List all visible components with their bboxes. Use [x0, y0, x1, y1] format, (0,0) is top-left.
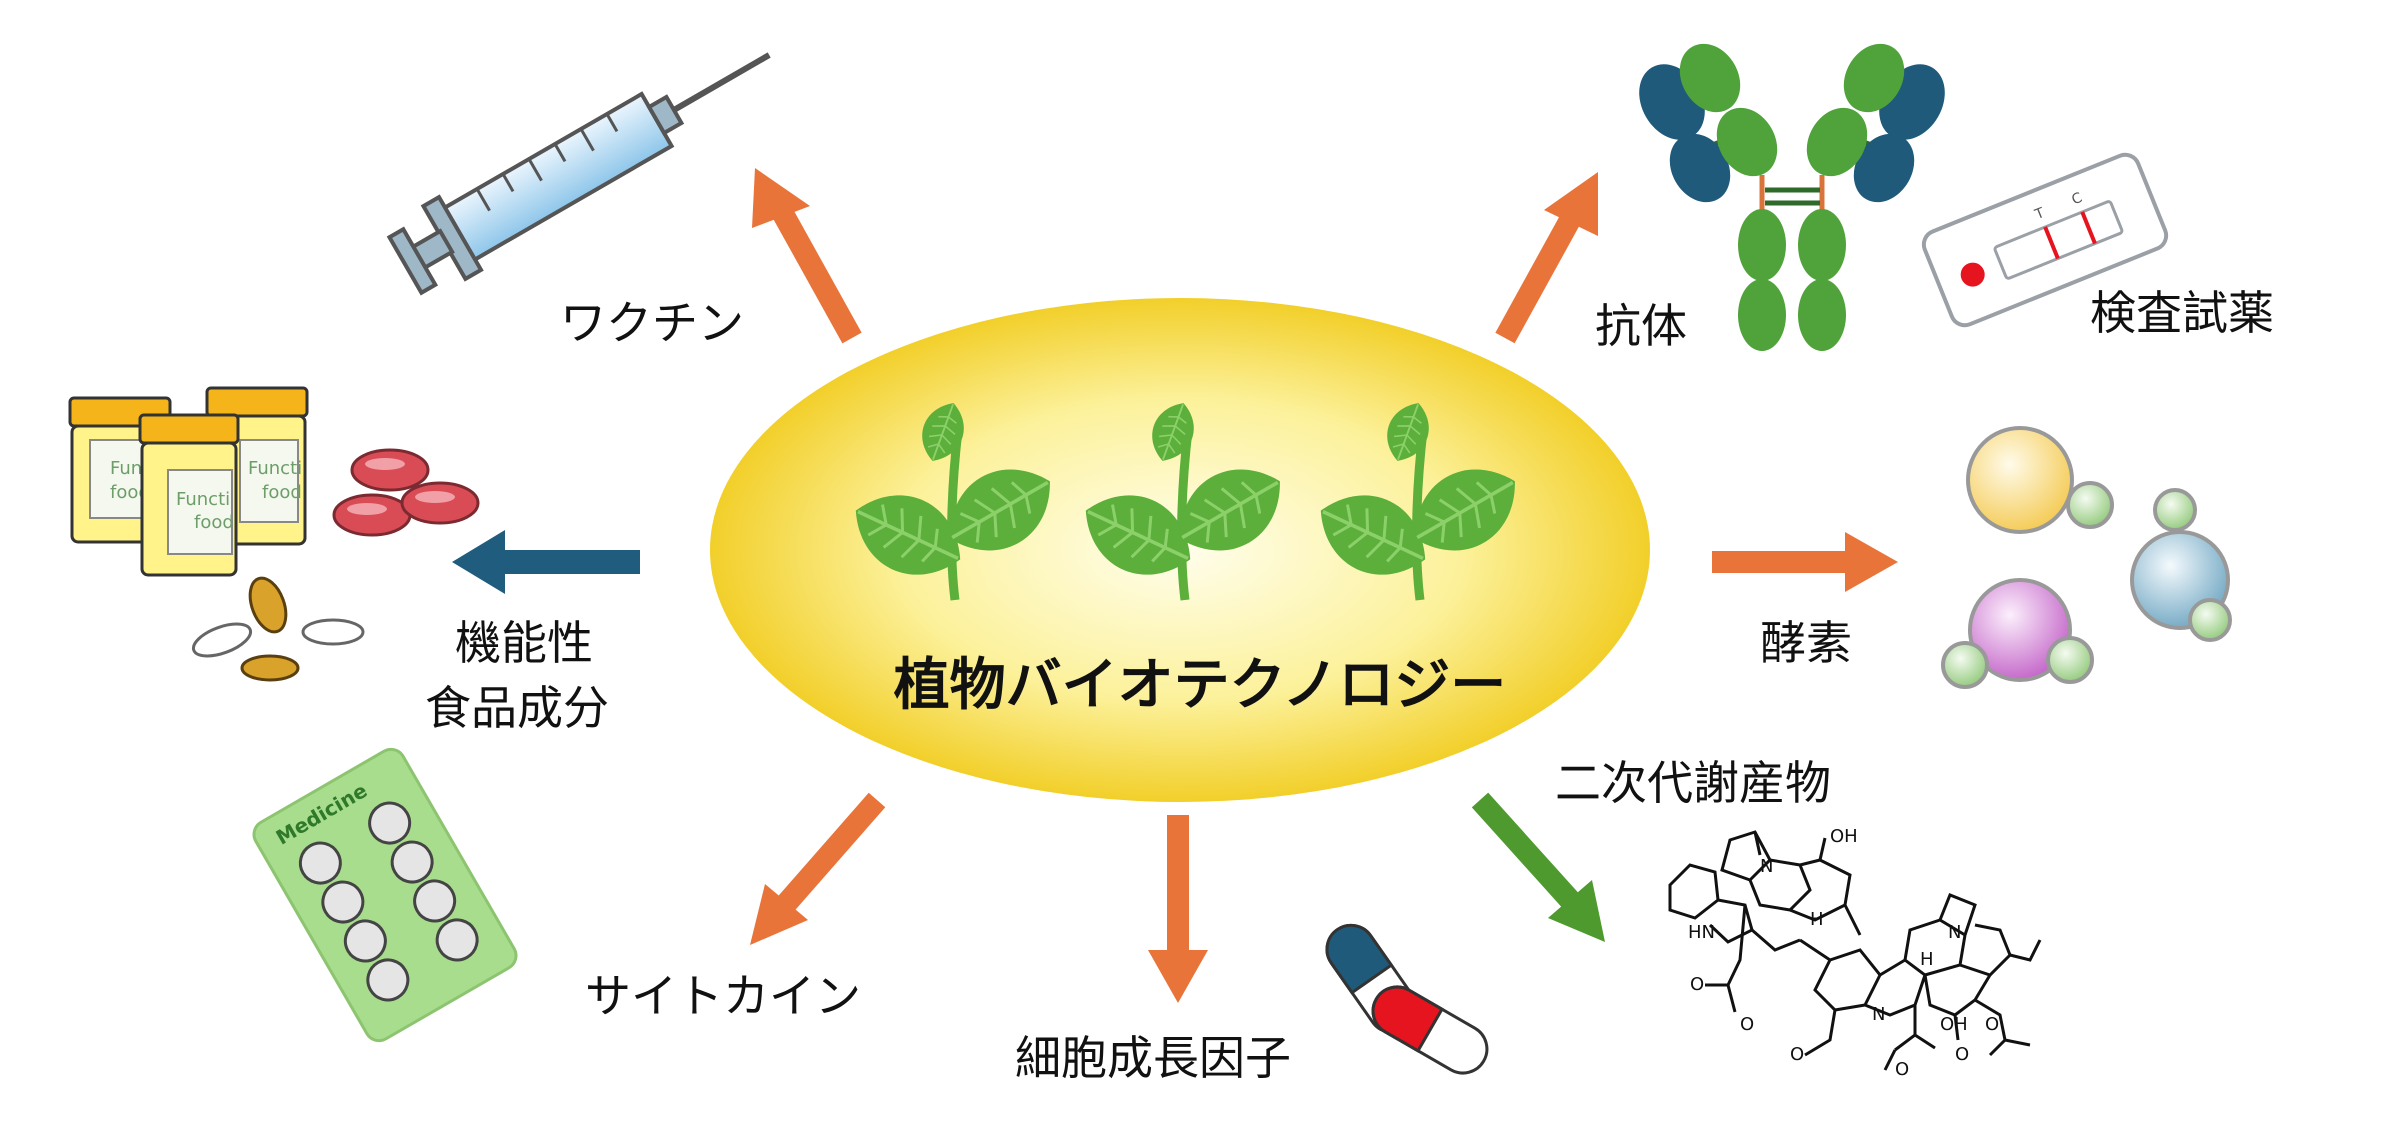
blister-pack-icon: Medicine: [252, 747, 518, 1043]
chem-o-3: O: [1790, 1044, 1804, 1065]
bottle-label-3a: Functi: [248, 458, 302, 479]
chem-o-5: O: [1985, 1014, 1999, 1035]
label-cytokine: サイトカイン: [585, 969, 861, 1023]
label-vaccine: ワクチン: [560, 296, 744, 350]
chem-o-1: O: [1690, 974, 1704, 995]
label-functional-food-line1: 機能性: [455, 616, 593, 670]
center-title: 植物バイオテクノロジー: [893, 653, 1507, 718]
bottle-label-1b: food: [110, 482, 150, 503]
chem-o-2: O: [1740, 1014, 1754, 1035]
arrow-growth-factor: [1148, 815, 1208, 1003]
chem-h-2: H: [1920, 949, 1934, 970]
molecule-icon: [1941, 426, 2232, 689]
sprout-2: [1070, 394, 1299, 601]
capsule-icon: [1325, 923, 1489, 1075]
syringe-icon: [386, 52, 771, 296]
chem-n-3: N: [1872, 1004, 1885, 1025]
label-growth-factor: 細胞成長因子: [1015, 1031, 1291, 1085]
bottle-label-2a: Functi: [176, 489, 230, 510]
label-antibody: 抗体: [1595, 299, 1687, 353]
arrow-antibody: [1495, 172, 1598, 344]
antibody-icon: [1639, 43, 1945, 351]
label-test-reagent: 検査試薬: [2090, 286, 2274, 340]
chem-n-2: N: [1948, 922, 1961, 943]
supplement-bottles-icon: Funct food Functi food Functi food: [68, 386, 309, 577]
chem-hn: HN: [1688, 922, 1715, 943]
chem-oh-1: OH: [1830, 826, 1858, 847]
test-kit-icon: T C: [1921, 152, 2169, 328]
sprout-3: [1305, 394, 1534, 601]
chemical-structure-icon: [1668, 830, 2042, 1071]
arrow-enzyme: [1712, 532, 1898, 592]
arrow-secondary-metabolite: [1471, 792, 1605, 942]
bottle-label-3b: food: [262, 482, 302, 503]
plant-sprouts-icon: [840, 394, 1534, 601]
chem-n-1: N: [1760, 856, 1773, 877]
label-functional-food-line2: 食品成分: [425, 681, 609, 735]
chemical-structure-labels: OH N H HN N H N OH O O O O O O: [1688, 826, 1999, 1080]
arrow-functional-food: [452, 530, 640, 594]
bottle-front: Functi food: [138, 413, 240, 577]
bottle-label-2b: food: [194, 512, 234, 533]
chem-oh-2: OH: [1940, 1014, 1968, 1035]
chem-o-6: O: [1955, 1044, 1969, 1065]
label-enzyme: 酵素: [1760, 616, 1852, 670]
arrow-cytokine: [750, 792, 886, 945]
tablets-icon: [191, 448, 480, 682]
chem-o-4: O: [1895, 1059, 1909, 1080]
arrow-vaccine: [752, 168, 862, 344]
sprout-1: [840, 394, 1069, 601]
chem-h-1: H: [1810, 909, 1824, 930]
label-secondary-metabolite: 二次代謝産物: [1555, 756, 1831, 810]
